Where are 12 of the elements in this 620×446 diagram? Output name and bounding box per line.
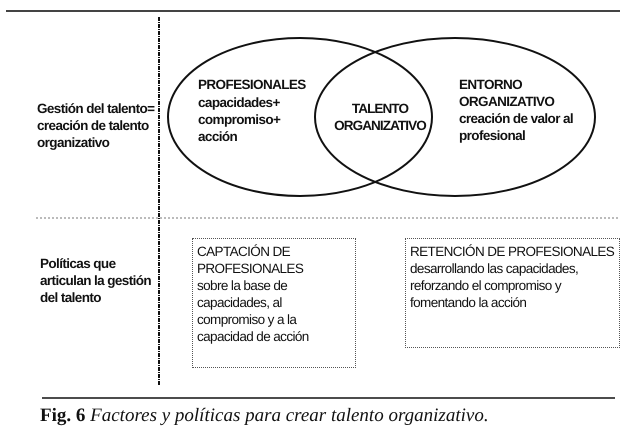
row-label: Gestión del talento= creación de talento organizativo <box>37 100 156 151</box>
row-label: Políticas que articulan la gestión del talento <box>40 255 152 306</box>
description-text: capacidades+ compromiso+ acción <box>198 94 282 145</box>
figure-caption: Fig. 6 Factores y políticas para crear talento organizativo. <box>40 405 490 427</box>
description-text: creación de valor al profesional <box>459 110 574 144</box>
text-box <box>192 238 356 368</box>
intersection-label: TALENTO ORGANIZATIVO <box>333 100 428 134</box>
description-text: sobre la base de capacidades, al compromiso y a la capacidad de acción <box>197 277 310 345</box>
heading-text: RETENCIÓN DE PROFESIONALES <box>410 243 615 260</box>
text-box <box>405 238 620 348</box>
heading-text: PROFESIONALES <box>198 76 307 93</box>
description-text: desarrollando las capacidades, reforzando el compromiso y fomentando la acción <box>410 260 580 311</box>
